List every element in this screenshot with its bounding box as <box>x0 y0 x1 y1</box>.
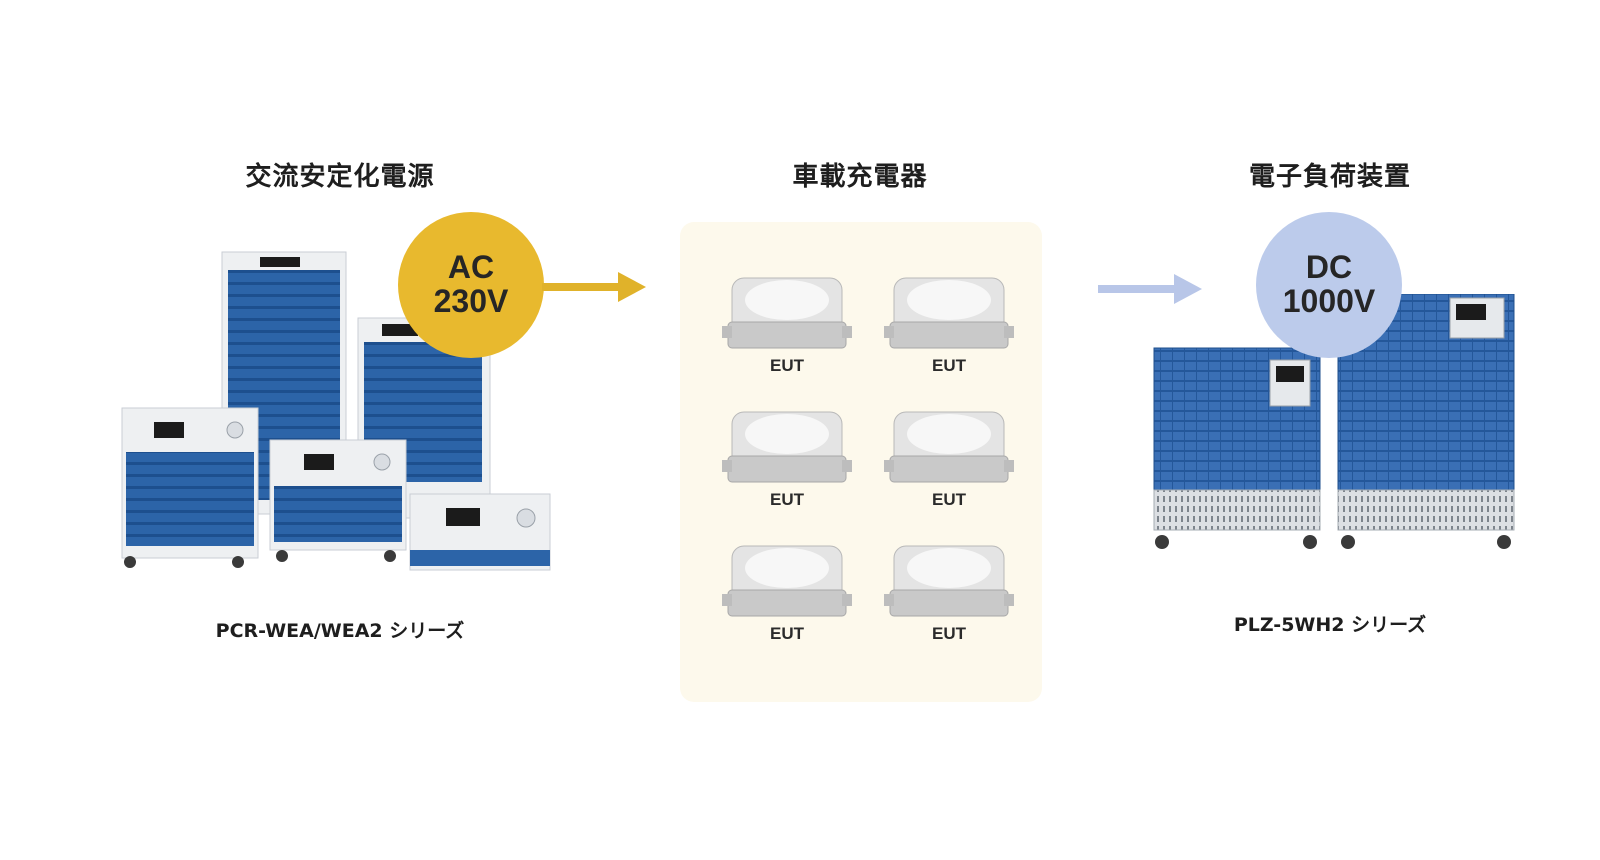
electronic-load-title: 電子負荷装置 <box>1248 162 1411 192</box>
dc-arrow-icon <box>1098 272 1202 306</box>
eut-label: EUT <box>770 356 804 375</box>
eut-unit: EUT <box>884 406 1014 516</box>
ac-power-supply-products-image <box>110 250 580 590</box>
electronic-load-series-caption: PLZ-5WH2 シリーズ <box>1233 614 1427 636</box>
eut-unit: EUT <box>722 406 852 516</box>
eut-label: EUT <box>932 356 966 375</box>
eut-unit: EUT <box>884 540 1014 650</box>
ac-230v-badge: AC 230V <box>398 212 544 358</box>
ac-badge-line1: AC <box>447 249 495 286</box>
ac-badge-line2: 230V <box>433 283 509 319</box>
electronic-load-products-image <box>1150 294 1520 562</box>
ac-power-supply-series-caption: PCR-WEA/WEA2 シリーズ <box>215 620 465 642</box>
eut-unit: EUT <box>722 540 852 650</box>
eut-unit: EUT <box>722 272 852 382</box>
dc-1000v-badge: DC 1000V <box>1256 212 1402 358</box>
eut-unit: EUT <box>884 272 1014 382</box>
ac-power-supply-title: 交流安定化電源 <box>245 162 435 192</box>
onboard-charger-title: 車載充電器 <box>792 162 928 192</box>
ac-arrow-icon <box>542 270 646 304</box>
eut-label: EUT <box>932 624 966 643</box>
eut-label: EUT <box>770 624 804 643</box>
eut-label: EUT <box>932 490 966 509</box>
dc-badge-line2: 1000V <box>1282 283 1376 319</box>
eut-label: EUT <box>770 490 804 509</box>
dc-badge-line1: DC <box>1305 249 1353 286</box>
